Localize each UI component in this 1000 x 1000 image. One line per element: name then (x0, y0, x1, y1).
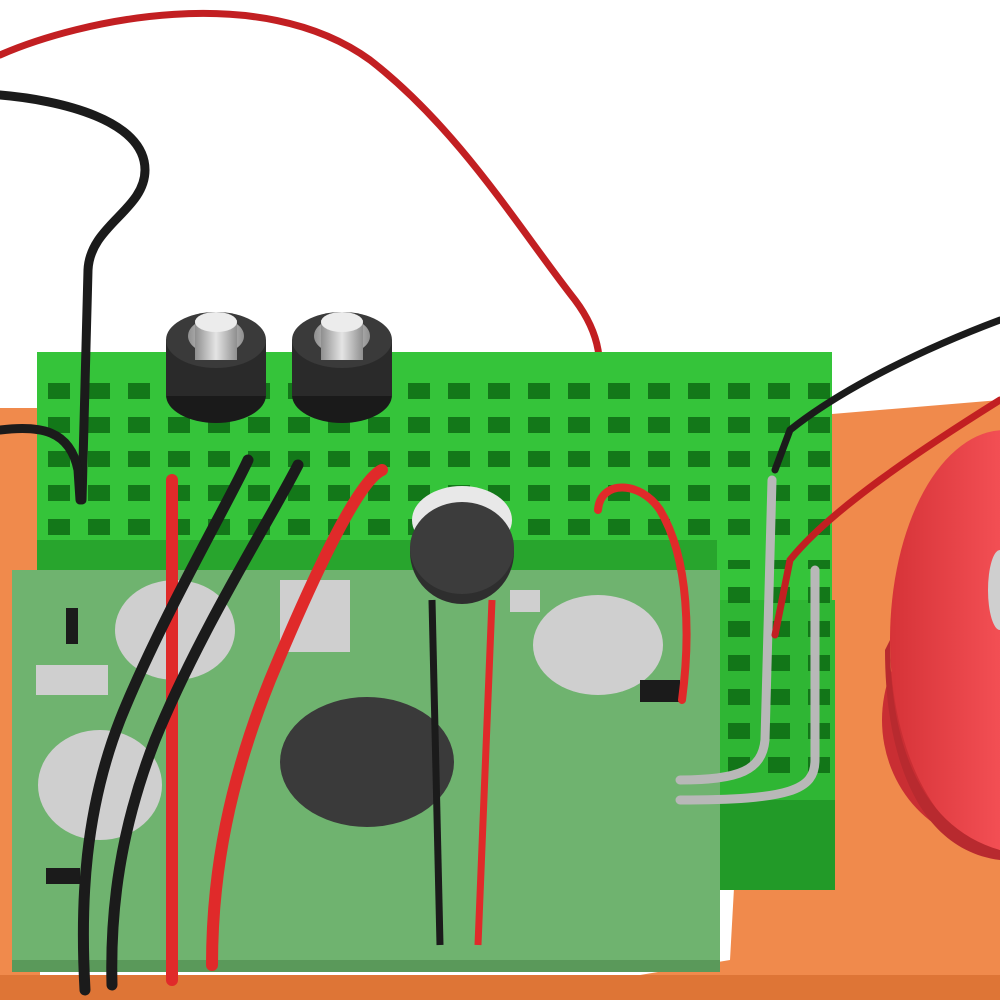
black-wire-left-short (0, 423, 85, 505)
microphone (410, 486, 514, 946)
red-wire-top-arc (0, 9, 604, 394)
pcb-pad (280, 697, 454, 827)
speaker (882, 430, 1000, 860)
grey-wire-2 (675, 565, 820, 805)
black-wire-left (0, 90, 150, 505)
grey-wire-1 (675, 475, 777, 785)
push-button-1 (166, 312, 266, 423)
black-wire-1 (77, 454, 254, 996)
red-wire-2 (206, 464, 388, 971)
push-button-2 (292, 312, 392, 423)
black-wire-right (771, 316, 1000, 474)
pcb-board (12, 570, 720, 972)
pcb-pad (533, 595, 663, 695)
red-wire-right (771, 396, 1000, 639)
black-wire-2 (106, 459, 304, 991)
red-wire-3 (594, 483, 691, 704)
